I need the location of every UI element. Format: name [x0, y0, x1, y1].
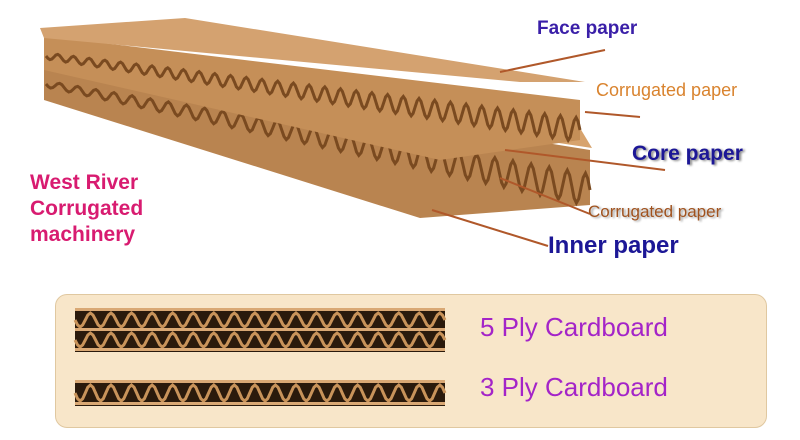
- brand-text: West River Corrugated machinery: [30, 170, 143, 248]
- face-paper-label: Face paper: [537, 18, 638, 39]
- face-paper-sheet: [40, 18, 585, 82]
- three-ply-strip: [73, 380, 447, 406]
- brand-line-1: West River: [30, 171, 139, 194]
- liner-sheet: [75, 348, 445, 351]
- five-ply-label: 5 Ply Cardboard: [480, 312, 668, 342]
- inner-paper-label: Inner paper: [548, 232, 679, 259]
- liner-sheet: [75, 328, 445, 331]
- brand-line-2: Corrugated: [30, 197, 144, 220]
- liner-sheet: [75, 402, 445, 405]
- leader-lines: [431, 49, 666, 247]
- core-paper-label: Core paper: [632, 142, 743, 165]
- brand-line-3: machinery: [30, 223, 136, 246]
- flute-wave: [73, 382, 447, 404]
- five-ply-strip: [73, 308, 447, 352]
- corrugated-paper-label-top: Corrugated paper: [596, 80, 738, 100]
- flute-wave: [73, 331, 447, 349]
- inner-flute-wave: [44, 81, 592, 207]
- corrugated-paper-label-bottom: Corrugated paper: [588, 202, 722, 221]
- three-ply-label: 3 Ply Cardboard: [480, 372, 668, 402]
- top-corrugated-layer: [44, 36, 580, 160]
- top-flute-wave: [44, 52, 582, 144]
- liner-sheet: [75, 380, 445, 383]
- liner-sheet: [75, 308, 445, 311]
- flute-wave: [73, 311, 447, 329]
